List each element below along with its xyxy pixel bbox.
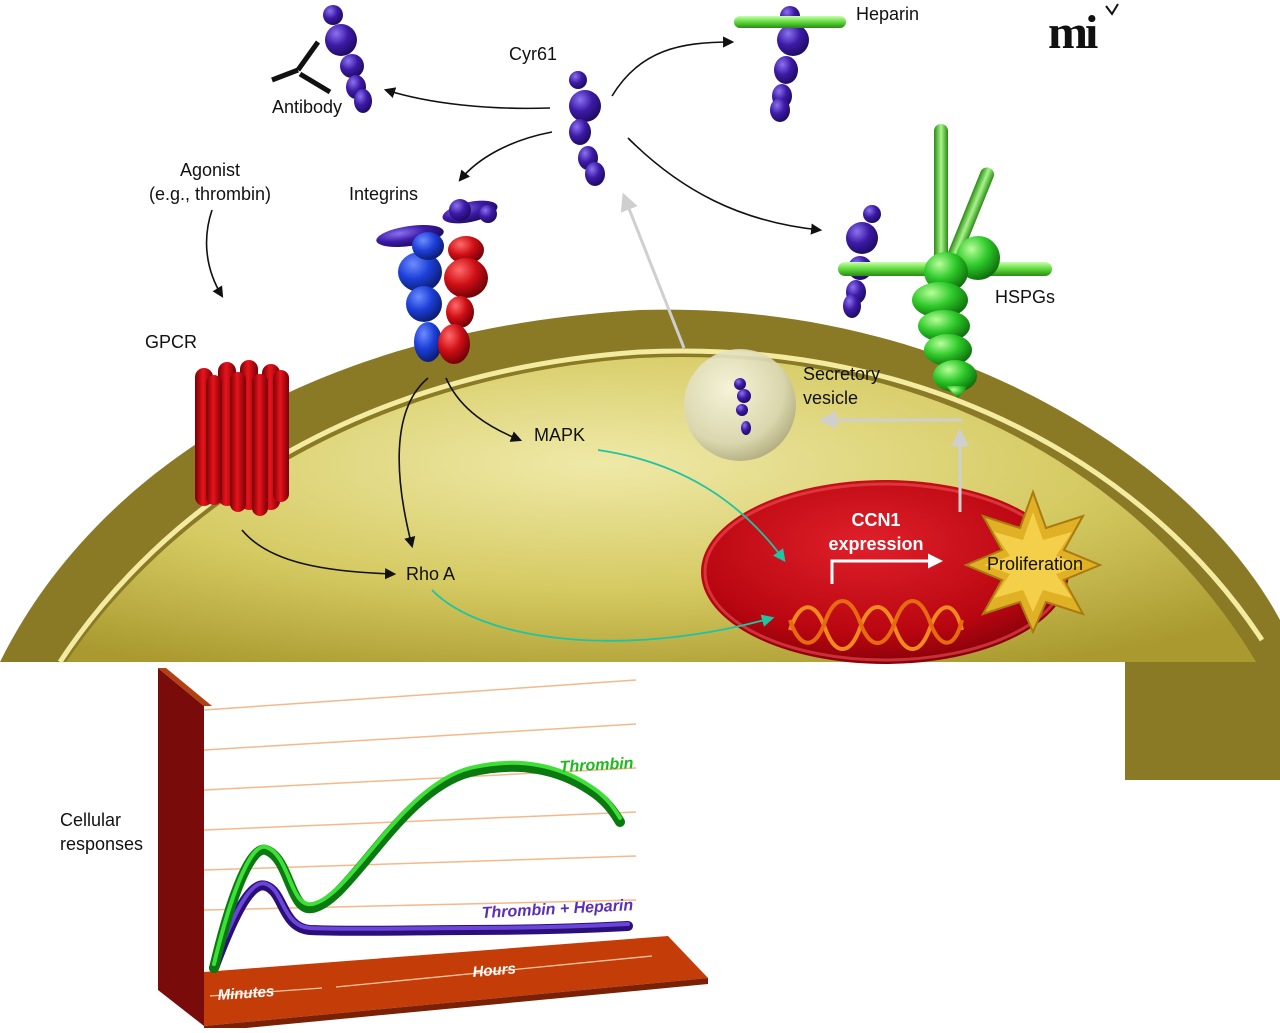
pathway-arrows [205, 36, 823, 580]
arrow-integrins-to-mapk [445, 377, 523, 442]
graph-ylabel-line2: responses [60, 834, 143, 854]
cell-membrane-highlight [57, 348, 1265, 664]
arrow-cyr61-to-hspgs [627, 137, 823, 235]
antibody-icon [271, 40, 332, 95]
arrow-cyr61-to-integrins [458, 131, 553, 182]
arrow-vesicle-to-cyr61 [620, 192, 686, 349]
dna-helix [788, 605, 964, 651]
label-agonist: Agonist [180, 160, 240, 180]
label-expression: expression [828, 534, 923, 554]
cyr61-protein-icon [569, 71, 605, 186]
graph-y-wall [158, 668, 204, 1026]
label-mapk: MAPK [534, 425, 585, 445]
legend-thrombin-heparin: Thrombin + Heparin [481, 897, 633, 922]
label-integrins: Integrins [349, 184, 418, 204]
axis-label-hours: Hours [472, 960, 517, 981]
arrow-rhoa-to-nucleus [431, 589, 775, 642]
heparin-bound-cyr61-icon [734, 6, 846, 122]
label-heparin: Heparin [856, 4, 919, 24]
arrow-integrins-to-rhoa [398, 377, 429, 549]
label-proliferation: Proliferation [987, 554, 1083, 574]
graph-gridlines [203, 679, 637, 911]
heparin-rod-icon [734, 16, 846, 28]
label-hspgs: HSPGs [995, 287, 1055, 307]
journal-logo: mi [1048, 3, 1119, 59]
graph-x-floor [204, 936, 708, 1026]
graph-x-axis-arrows [209, 955, 653, 997]
logo-text: mi [1048, 6, 1098, 59]
label-ccn1: CCN1 [851, 510, 900, 530]
secretory-vesicle [684, 349, 796, 461]
integrin-receptor-icon [376, 199, 498, 364]
label-agonist-example: (e.g., thrombin) [149, 184, 271, 204]
label-secretory: Secretory [803, 364, 880, 384]
vesicle-cyr61-protein-icon [734, 378, 751, 435]
hspg-proteoglycan-icon [838, 124, 1052, 398]
legend-thrombin: Thrombin [559, 755, 634, 776]
transcription-arrow [830, 553, 943, 584]
secretion-arrows [620, 192, 969, 512]
label-gpcr: GPCR [145, 332, 197, 352]
arrow-cyr61-to-heparin [611, 36, 735, 97]
hspg-bound-cyr61-icon [843, 205, 881, 318]
antibody-bound-cyr61-icon [271, 5, 372, 113]
response-graph: Minutes Hours Thrombin Thrombin + Hepari… [60, 668, 708, 1032]
nucleus [701, 480, 1069, 664]
graph-ylabel-line1: Cellular [60, 810, 121, 830]
axis-label-minutes: Minutes [217, 983, 275, 1004]
arrow-cyr61-to-antibody [383, 87, 551, 110]
arrow-agonist-to-gpcr [205, 209, 224, 298]
series-thrombin-line [209, 761, 625, 973]
proliferation-star-icon [963, 489, 1103, 635]
arrow-gpcr-to-rhoa [241, 529, 397, 580]
label-vesicle: vesicle [803, 388, 858, 408]
signaling-arrows [431, 449, 786, 642]
label-antibody: Antibody [272, 97, 342, 117]
label-cyr61: Cyr61 [509, 44, 557, 64]
arrow-mapk-to-nucleus [597, 449, 786, 563]
gpcr-receptor-icon [195, 360, 289, 516]
label-rhoa: Rho A [406, 564, 455, 584]
